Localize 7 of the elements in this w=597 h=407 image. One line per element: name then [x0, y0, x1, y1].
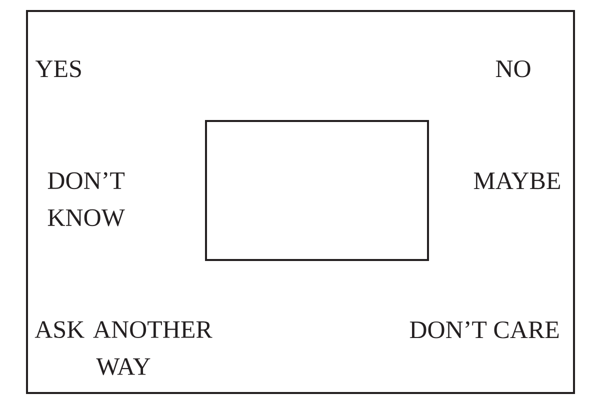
- option-label: MAYBE: [474, 172, 560, 190]
- option-label: ASK ANOTHER WAY: [34, 321, 212, 376]
- option-label: DON’T KNOW: [48, 172, 125, 226]
- option-label: DON’T CARE: [410, 321, 559, 338]
- option-label: YES: [35, 60, 81, 78]
- blank-box: [205, 120, 429, 261]
- option-label: NO: [496, 60, 530, 78]
